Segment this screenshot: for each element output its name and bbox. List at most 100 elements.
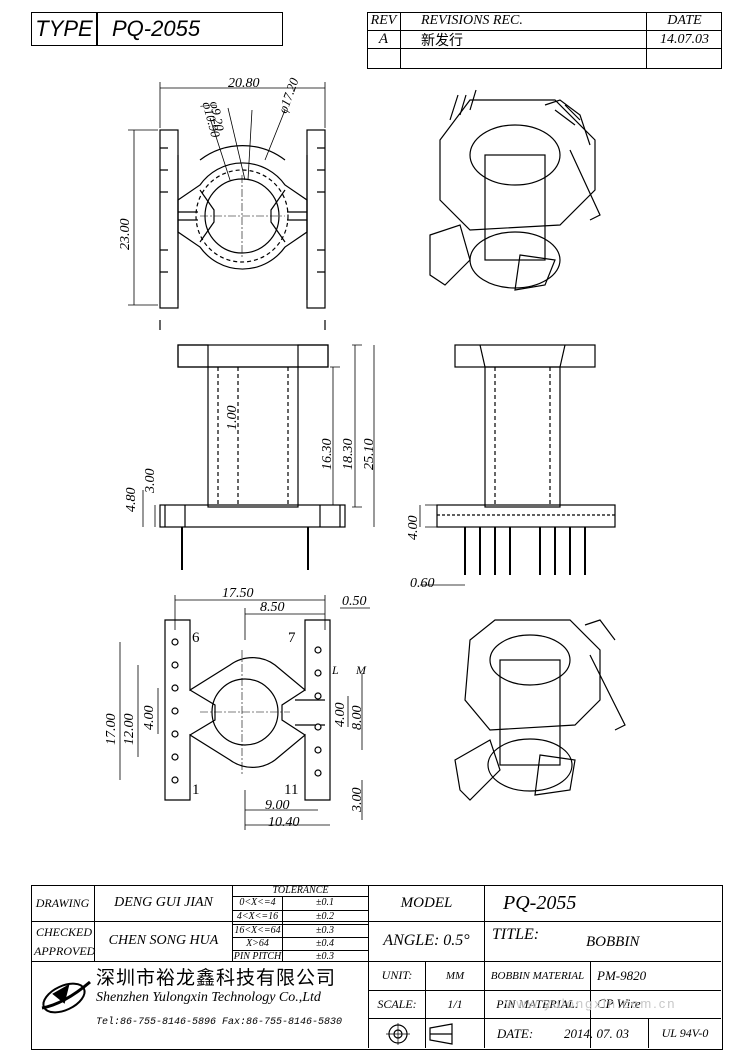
dim-I: 3.00	[143, 468, 158, 494]
tb-v3	[368, 885, 369, 1048]
tol-row: PIN PITCH ±0.3	[233, 951, 368, 963]
rev-description: 新发行	[421, 33, 463, 49]
angle: ANGLE: 0.5°	[383, 932, 470, 949]
tb-h4	[368, 1018, 721, 1019]
projection-symbol-icon	[386, 1023, 453, 1045]
tolerance-label: TOLERANCE	[272, 885, 329, 896]
drawing-name: DENG GUI JIAN	[114, 895, 213, 910]
tol-range: 0<X<=4	[239, 897, 276, 908]
tol-value: ±0.3	[316, 925, 334, 936]
unit-label: UNIT:	[381, 968, 413, 982]
tb-v7	[648, 1018, 649, 1048]
unit-value: MM	[445, 969, 465, 982]
rev-date: 14.07.03	[660, 31, 709, 47]
revision-table	[367, 12, 722, 69]
scale-label: SCALE:	[377, 996, 417, 1011]
dim-F: 16.30	[320, 438, 335, 471]
dim-A: 20.80	[228, 76, 260, 91]
tol-row: 16<X<=64 ±0.3	[233, 925, 368, 938]
tb-v6	[425, 961, 426, 1048]
pin-label-7: 7	[288, 630, 296, 646]
tol-range: X>64	[246, 938, 269, 949]
dim-12: 12.00	[122, 713, 137, 746]
rev-hline-1	[367, 30, 722, 31]
bottom-view	[119, 595, 370, 830]
company-contact: Tel:86-755-8146-5896 Fax:86-755-8146-583…	[96, 1017, 343, 1028]
dim-P: 9.00	[265, 798, 290, 813]
watermark-text: www.yulongxin.com.cn	[505, 996, 677, 1011]
revisions-label: REVISIONS REC.	[421, 13, 523, 28]
top-view	[128, 82, 326, 330]
model-value: PQ-2055	[503, 891, 577, 914]
title-block-frame	[31, 885, 723, 1050]
tb-v1	[94, 885, 95, 961]
checked-label: CHECKED	[36, 925, 93, 939]
dim-G: 1.00	[225, 405, 240, 431]
ul-rating: UL 94V-0	[661, 1026, 709, 1040]
tol-row: 0<X<=4 ±0.1	[233, 897, 368, 911]
date-label: DATE	[667, 13, 702, 28]
date-value: 2014. 07. 03	[564, 1025, 629, 1041]
dim-3: 3.00	[350, 787, 365, 813]
dim-L: L	[332, 663, 339, 677]
drawing-label: DRAWING	[35, 895, 90, 910]
tb-v4	[484, 885, 485, 1048]
dim-K: 8.50	[260, 600, 285, 615]
dim-V: 23.00	[118, 218, 133, 251]
header-divider	[96, 12, 98, 45]
model-label: MODEL	[400, 894, 453, 911]
tb-v5	[590, 961, 591, 1048]
rev-label: REV	[370, 13, 397, 28]
tol-row: 4<X<=16 ±0.2	[233, 911, 368, 925]
side-view	[142, 344, 375, 570]
tol-value: ±0.3	[316, 951, 334, 962]
pin-material-value: CP Wire	[597, 996, 641, 1011]
tb-v2	[232, 885, 233, 961]
date-label-bottom: DATE:	[496, 1025, 534, 1041]
front-view	[419, 344, 616, 586]
type-label: TYPE	[35, 16, 93, 41]
tb-h1	[31, 921, 721, 922]
company-name-cn: 深圳市裕龙鑫科技有限公司	[96, 968, 337, 989]
dim-top-right: 0.50	[342, 594, 367, 609]
rev-value: A	[378, 31, 389, 47]
tb-v8	[282, 896, 283, 961]
rev-vline-2	[646, 12, 647, 68]
tol-value: ±0.2	[316, 911, 334, 922]
tolerance-underline	[233, 896, 368, 897]
pin-label-11: 11	[284, 782, 299, 798]
perspective-view-1	[429, 89, 601, 291]
perspective-view-2	[454, 619, 626, 801]
tol-range: 4<X<=16	[236, 911, 279, 922]
tol-value: ±0.1	[316, 897, 334, 908]
title-value: BOBBIN	[586, 934, 640, 950]
scale-value: 1/1	[447, 996, 463, 1011]
tb-h3	[368, 990, 721, 991]
dim-T: 0.60	[410, 576, 435, 591]
rev-vline-1	[400, 12, 401, 68]
dim-8: 8.00	[350, 705, 365, 731]
approved-label: APPROVED	[34, 944, 96, 958]
pin-label-6: 6	[192, 630, 200, 646]
dim-E: 18.30	[341, 438, 356, 471]
dim-4-left: 4.00	[142, 705, 157, 731]
pin-material-label: PIN MATERIAL:	[496, 996, 579, 1011]
pin-label-1: 1	[192, 782, 200, 798]
dim-U: 4.00	[406, 515, 421, 541]
tol-range: PIN PITCH	[233, 951, 282, 962]
title-label: TITLE:	[492, 926, 540, 943]
technical-drawing	[119, 82, 626, 830]
rev-hline-2	[367, 48, 722, 49]
header-frame	[31, 12, 283, 46]
dim-M: M	[356, 663, 366, 677]
tol-row: X>64 ±0.4	[233, 938, 368, 951]
bobbin-material-label: BOBBIN MATERIAL	[490, 969, 585, 982]
company-name-en: Shenzhen Yulongxin Technology Co.,Ltd	[96, 990, 321, 1005]
tb-h2	[31, 961, 721, 962]
checked-name: CHEN SONG HUA	[108, 933, 219, 948]
dim-O: 10.40	[268, 815, 300, 830]
company-logo-icon	[41, 980, 91, 1014]
tol-range: 16<X<=64	[234, 925, 281, 936]
bobbin-material-value: PM-9820	[597, 967, 647, 983]
dim-D-side: 25.10	[362, 438, 377, 471]
